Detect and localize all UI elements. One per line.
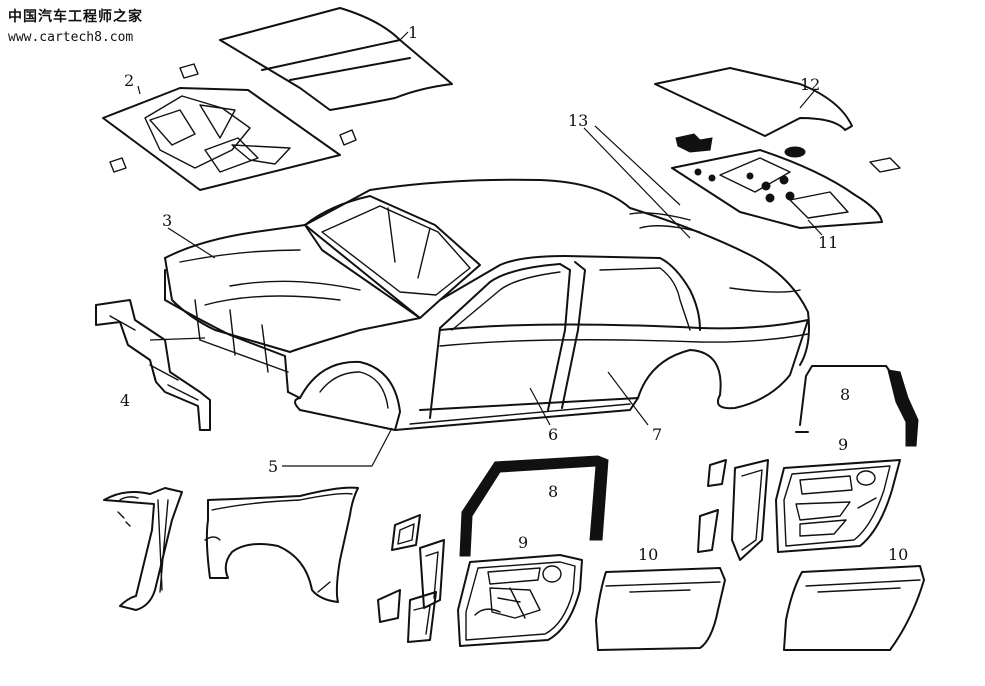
label-10-front: 10 — [638, 545, 658, 564]
front-door-hinge-parts — [377, 514, 445, 643]
label-12: 12 — [800, 75, 820, 94]
front-crossmember — [95, 299, 211, 431]
part-labels: 1 2 3 4 5 6 7 8 8 9 9 10 10 11 12 13 — [120, 23, 908, 564]
fender-apron — [103, 487, 183, 611]
rear-door-outer-panel — [783, 565, 925, 651]
leader-lines — [137, 85, 823, 467]
watermark-url: www.cartech8.com — [8, 30, 134, 45]
front-fender — [204, 486, 359, 603]
rear-door-hinge-parts — [697, 459, 769, 561]
label-7: 7 — [652, 425, 662, 444]
label-10-rear: 10 — [888, 545, 908, 564]
label-9-rear: 9 — [838, 435, 848, 454]
label-13: 13 — [568, 111, 588, 130]
label-4: 4 — [120, 391, 130, 410]
label-1: 1 — [408, 23, 418, 42]
roof-panel — [219, 7, 453, 111]
roof-clips — [109, 63, 357, 173]
front-door-outer-panel — [595, 567, 726, 651]
front-door-inner-panel — [457, 554, 583, 647]
roof-frame — [102, 87, 341, 191]
rear-door-inner-panel — [775, 459, 901, 553]
label-2: 2 — [124, 71, 134, 90]
label-3: 3 — [162, 211, 172, 230]
label-9-front: 9 — [518, 533, 528, 552]
car-body-shell — [164, 178, 810, 431]
label-8-rear: 8 — [840, 385, 850, 404]
label-8-front: 8 — [548, 482, 558, 501]
rear-deck-panel — [671, 133, 901, 229]
front-door-weatherstrip — [459, 455, 609, 557]
watermark-chinese: 中国汽车工程师之家 — [8, 9, 143, 25]
label-5: 5 — [268, 457, 278, 476]
label-11: 11 — [818, 233, 838, 252]
rear-door-weatherstrip — [795, 365, 919, 447]
label-6: 6 — [548, 425, 558, 444]
trunk-lid — [654, 67, 853, 137]
